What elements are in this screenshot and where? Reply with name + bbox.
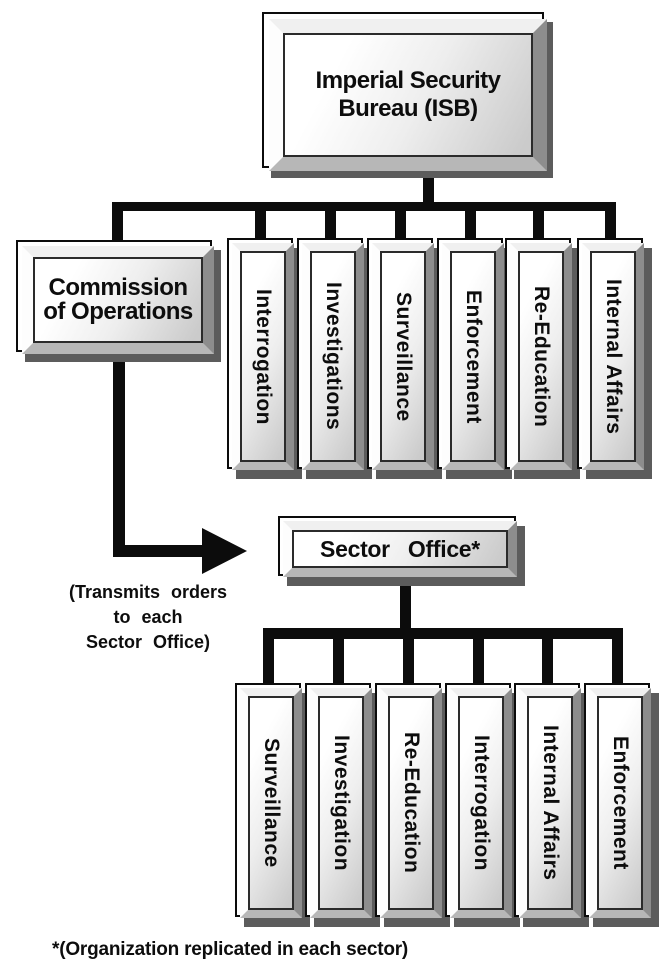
note-line-3: Sector Office)	[85, 632, 211, 652]
org-box-sector-surveillance: Surveillance	[237, 685, 302, 918]
footnote: *(Organization replicated in each sector…	[52, 939, 409, 960]
sector-investigation-label: Investigation	[330, 734, 353, 872]
sector-interrogation-label: Interrogation	[470, 735, 493, 871]
isb-bevel-frame: Imperial Security Bureau (ISB)	[269, 19, 547, 171]
surveillance-label: Surveillance	[392, 291, 415, 422]
internal-affairs-label: Internal Affairs	[602, 278, 625, 435]
dept-bevel-frame: Investigation	[310, 688, 372, 918]
dept-face: Internal Affairs	[527, 696, 573, 910]
org-box-internal-affairs: Internal Affairs	[579, 240, 644, 470]
note-line-1: (Transmits orders	[68, 582, 228, 602]
connector-drop-re-education	[533, 204, 544, 246]
dept-face: Enforcement	[597, 696, 643, 910]
dept-face: Internal Affairs	[590, 251, 636, 462]
dept-bevel-frame: Interrogation	[450, 688, 512, 918]
org-box-enforcement: Enforcement	[439, 240, 504, 470]
dept-bevel-frame: Internal Affairs	[582, 243, 644, 470]
connector-drop-investigations	[325, 204, 336, 246]
dept-face: Re-Education	[518, 251, 564, 462]
connector-drop2-surveillance	[263, 630, 274, 688]
org-box-investigations: Investigations	[299, 240, 364, 470]
dept-bevel-frame: Re-Education	[510, 243, 572, 470]
dept-bevel-frame: Re-Education	[380, 688, 442, 918]
org-box-sector-enforcement: Enforcement	[586, 685, 651, 918]
commission-note: (Transmits orders to each Sector Office)	[50, 580, 246, 655]
sector-bevel-frame: Sector Office*	[283, 521, 517, 577]
sector-surveillance-label: Surveillance	[260, 738, 283, 868]
dept-bevel-frame: Enforcement	[589, 688, 651, 918]
interrogation-label: Interrogation	[252, 288, 275, 425]
dept-face: Enforcement	[450, 251, 496, 462]
connector-commission-trunk	[113, 340, 125, 557]
orders-arrow-icon	[202, 528, 247, 574]
dept-face: Interrogation	[240, 251, 286, 462]
org-box-isb: Imperial Security Bureau (ISB)	[264, 14, 547, 171]
connector-drop-commission	[112, 204, 123, 246]
dept-bevel-frame: Enforcement	[442, 243, 504, 470]
commission-label: Commission of Operations	[33, 257, 203, 343]
org-box-commission: Commission of Operations	[18, 242, 214, 354]
dept-face: Re-Education	[388, 696, 434, 910]
connector-level1-bar	[112, 202, 616, 211]
org-box-sector-re-education: Re-Education	[377, 685, 442, 918]
connector-drop-interrogation	[255, 204, 266, 246]
note-line-2: to each	[113, 607, 183, 627]
sector-internal-affairs-label: Internal Affairs	[539, 725, 562, 881]
dept-face: Surveillance	[380, 251, 426, 462]
org-box-sector-internal-affairs: Internal Affairs	[516, 685, 581, 918]
org-box-sector-interrogation: Interrogation	[447, 685, 512, 918]
investigations-label: Investigations	[322, 282, 345, 431]
dept-bevel-frame: Surveillance	[240, 688, 302, 918]
dept-bevel-frame: Investigations	[302, 243, 364, 470]
connector-isb-stub	[423, 162, 434, 206]
connector-drop2-investigation	[333, 630, 344, 688]
connector-drop2-internal-affairs	[542, 630, 553, 688]
dept-face: Investigation	[318, 696, 364, 910]
enforcement-label: Enforcement	[462, 289, 485, 424]
connector-drop-enforcement	[465, 204, 476, 246]
sector-office-label: Sector Office*	[292, 530, 508, 568]
re-education-label: Re-Education	[530, 285, 553, 428]
connector-drop2-interrogation	[473, 630, 484, 688]
connector-drop-internal-affairs	[605, 204, 616, 246]
sector-enforcement-label: Enforcement	[609, 736, 632, 870]
connector-drop2-re-education	[403, 630, 414, 688]
connector-level2-bar	[263, 628, 623, 639]
connector-commission-elbow	[113, 545, 206, 557]
connector-drop-surveillance	[395, 204, 406, 246]
org-box-re-education: Re-Education	[507, 240, 572, 470]
org-box-interrogation: Interrogation	[229, 240, 294, 470]
isb-label: Imperial Security Bureau (ISB)	[283, 33, 533, 157]
dept-face: Surveillance	[248, 696, 294, 910]
dept-bevel-frame: Surveillance	[372, 243, 434, 470]
commission-bevel-frame: Commission of Operations	[22, 246, 214, 354]
org-box-sector-investigation: Investigation	[307, 685, 372, 918]
connector-drop2-enforcement	[612, 630, 623, 688]
connector-sector-stub	[400, 570, 411, 632]
org-box-surveillance: Surveillance	[369, 240, 434, 470]
dept-face: Investigations	[310, 251, 356, 462]
org-box-sector-office: Sector Office*	[280, 518, 517, 577]
sector-re-education-label: Re-Education	[400, 732, 423, 874]
dept-face: Interrogation	[458, 696, 504, 910]
dept-bevel-frame: Internal Affairs	[519, 688, 581, 918]
dept-bevel-frame: Interrogation	[232, 243, 294, 470]
